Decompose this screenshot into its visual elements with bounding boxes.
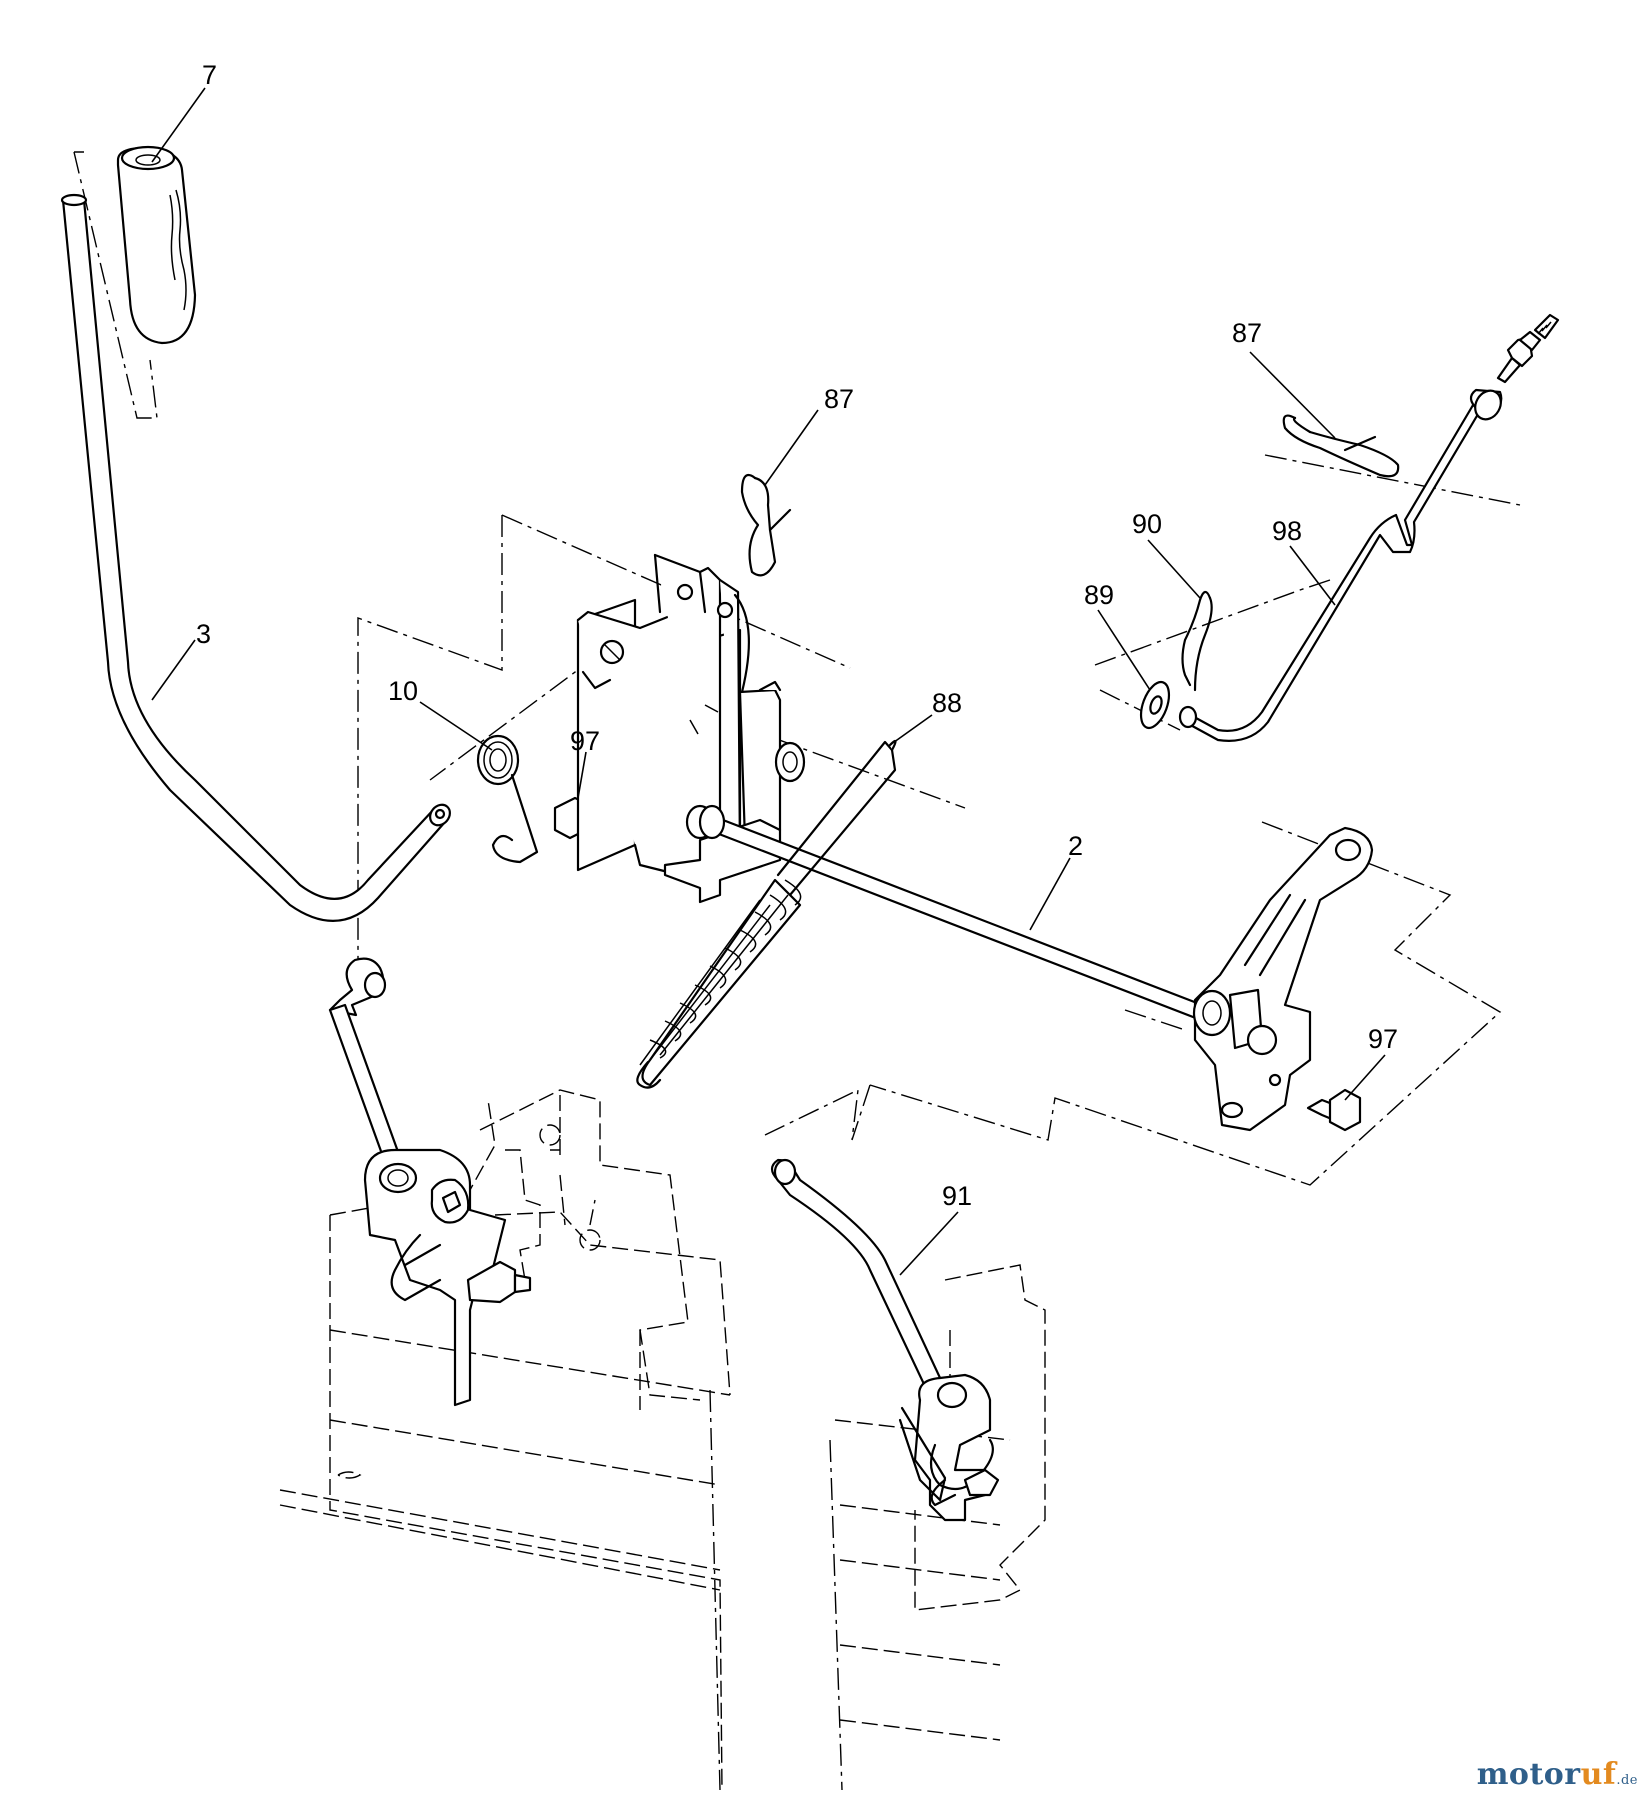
part-91-link-rod	[770, 1158, 957, 1420]
part-97-bolt-lower	[1306, 1088, 1362, 1132]
callout-90: 90	[1132, 509, 1162, 539]
callout-3: 3	[196, 619, 211, 649]
phantom-lines	[73, 151, 1521, 1186]
part-90-cotter-pin	[1181, 590, 1213, 692]
part-87-hairpin-center	[740, 474, 792, 577]
callout-labels: 7 3 10 97 87 88 2 87 90 89 98 97 91	[196, 60, 1398, 1211]
left-side-plate-ghost	[505, 1124, 601, 1281]
callout-91: 91	[942, 1181, 972, 1211]
callout-7: 7	[202, 60, 217, 90]
callout-10: 10	[388, 676, 418, 706]
lift-arm-right	[1192, 826, 1374, 1132]
part-98-adjuster-rod	[1178, 313, 1560, 742]
watermark-suffix: .de	[1616, 1773, 1638, 1788]
part-88-extension-spring	[636, 739, 897, 1089]
part-10-torsion-spring	[476, 734, 539, 864]
watermark-accent: uf	[1580, 1757, 1617, 1792]
callout-98: 98	[1272, 516, 1302, 546]
callout-87-right: 87	[1232, 318, 1262, 348]
watermark-logo: motoruf.de	[1477, 1757, 1638, 1792]
callout-88: 88	[932, 688, 962, 718]
callout-87-center: 87	[824, 384, 854, 414]
chassis-ghost	[279, 1089, 1046, 1791]
left-crank-bracket	[363, 1148, 532, 1407]
callout-89: 89	[1084, 580, 1114, 610]
callout-97-upper: 97	[570, 726, 600, 756]
right-crank-bracket	[898, 1373, 1000, 1522]
callout-leaders	[151, 87, 1386, 1276]
part-3-lift-handle	[60, 193, 451, 923]
watermark-main: motor	[1476, 1757, 1581, 1792]
part-7-grip	[116, 145, 197, 345]
part-87-hairpin-right	[1282, 414, 1400, 478]
part-89-washer	[1139, 680, 1171, 730]
left-link-rod	[328, 957, 412, 1192]
callout-2: 2	[1068, 831, 1083, 861]
callout-97-lower: 97	[1368, 1024, 1398, 1054]
